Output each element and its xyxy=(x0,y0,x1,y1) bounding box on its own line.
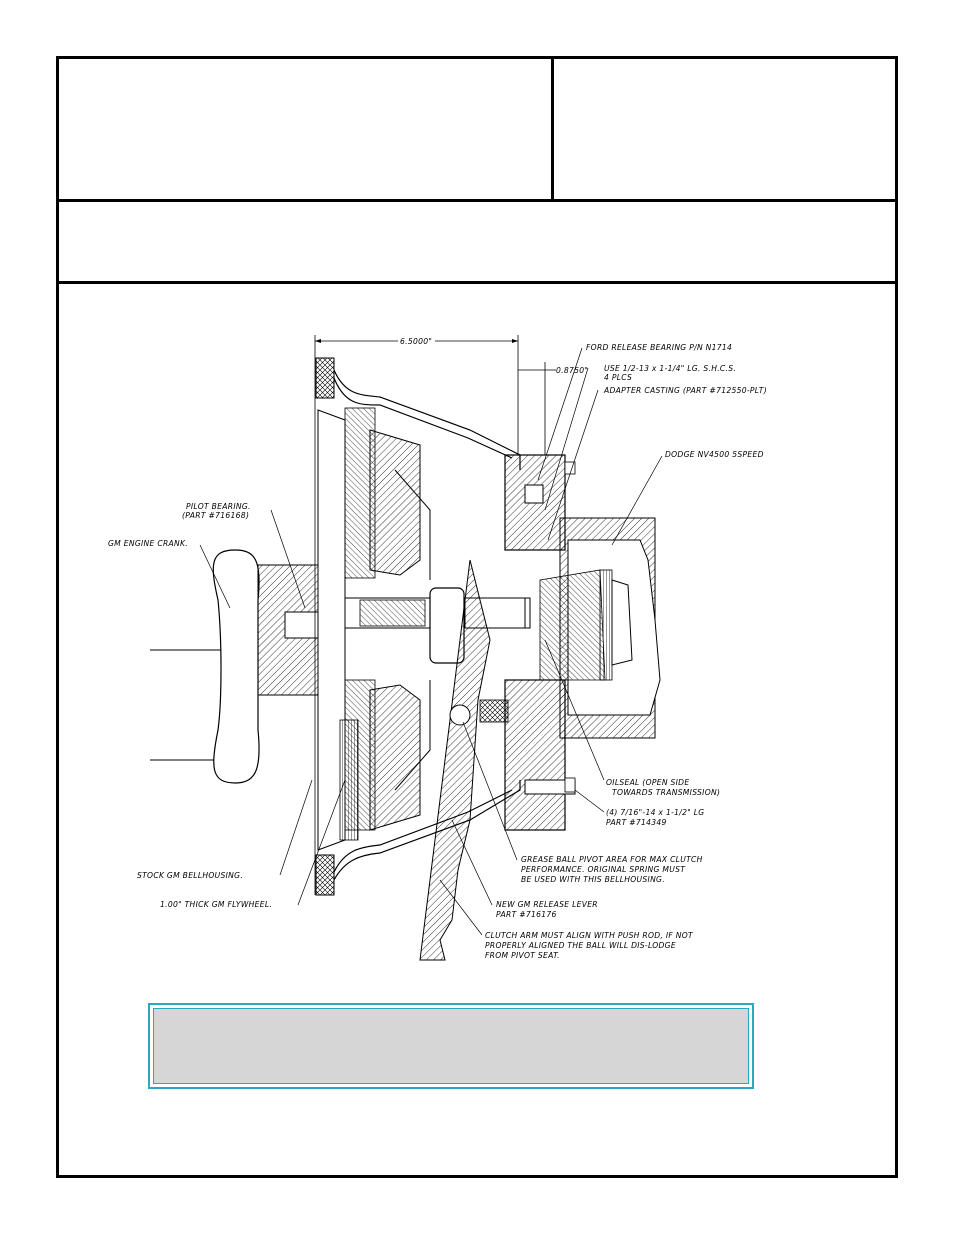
callout-grease-line3: BE USED WITH THIS BELLHOUSING. xyxy=(521,875,665,884)
callout-bolt-line2: 4 PLCS xyxy=(604,373,632,382)
callout-pilot-line1: PILOT BEARING. xyxy=(186,502,251,511)
callout-pilot-line2: (PART #716168) xyxy=(182,511,249,520)
release-lever xyxy=(419,559,509,961)
callout-crank: GM ENGINE CRANK. xyxy=(108,539,188,548)
callout-lever-line2: PART #716176 xyxy=(496,910,557,919)
callout-lever-line1: NEW GM RELEASE LEVER xyxy=(496,900,598,909)
callout-grease-line2: PERFORMANCE. ORIGINAL SPRING MUST xyxy=(521,865,686,874)
engine-crank xyxy=(150,549,346,784)
adapter-casting xyxy=(504,454,576,831)
callout-ford-bearing: FORD RELEASE BEARING P/N N1714 xyxy=(586,343,732,352)
callout-arm-line2: PROPERLY ALIGNED THE BALL WILL DIS-LODGE xyxy=(485,941,676,950)
callout-bellhousing: STOCK GM BELLHOUSING. xyxy=(137,871,243,880)
note-box xyxy=(148,1003,754,1089)
callout-studs-line1: (4) 7/16"-14 x 1-1/2" LG xyxy=(606,808,704,817)
callout-grease-line1: GREASE BALL PIVOT AREA FOR MAX CLUTCH xyxy=(521,855,703,864)
callout-dodge: DODGE NV4500 5SPEED xyxy=(665,450,764,459)
callout-adapter: ADAPTER CASTING (PART #712550-PLT) xyxy=(603,386,767,395)
leader-lines xyxy=(199,347,663,936)
callout-bolt-line1: USE 1/2-13 x 1-1/4" LG. S.H.C.S. xyxy=(604,364,736,373)
title-cell-wide xyxy=(56,199,898,284)
dimension-lines xyxy=(314,335,556,455)
callout-arm-line3: FROM PIVOT SEAT. xyxy=(485,951,560,960)
dimension-main: 6.5000" xyxy=(400,337,432,346)
callout-studs-line2: PART #714349 xyxy=(606,818,667,827)
callout-oilseal-line2: TOWARDS TRANSMISSION) xyxy=(612,788,720,797)
dimension-small: 0.8750" xyxy=(556,366,588,375)
input-shaft xyxy=(344,587,531,664)
note-text xyxy=(153,1008,749,1084)
bellhousing xyxy=(315,357,521,896)
transmission xyxy=(539,517,661,739)
callout-flywheel: 1.00" THICK GM FLYWHEEL. xyxy=(160,900,272,909)
callout-arm-line1: CLUTCH ARM MUST ALIGN WITH PUSH ROD, IF … xyxy=(485,931,694,940)
pressure-plate xyxy=(369,429,431,831)
callout-oilseal-line1: OILSEAL (OPEN SIDE xyxy=(606,778,689,787)
